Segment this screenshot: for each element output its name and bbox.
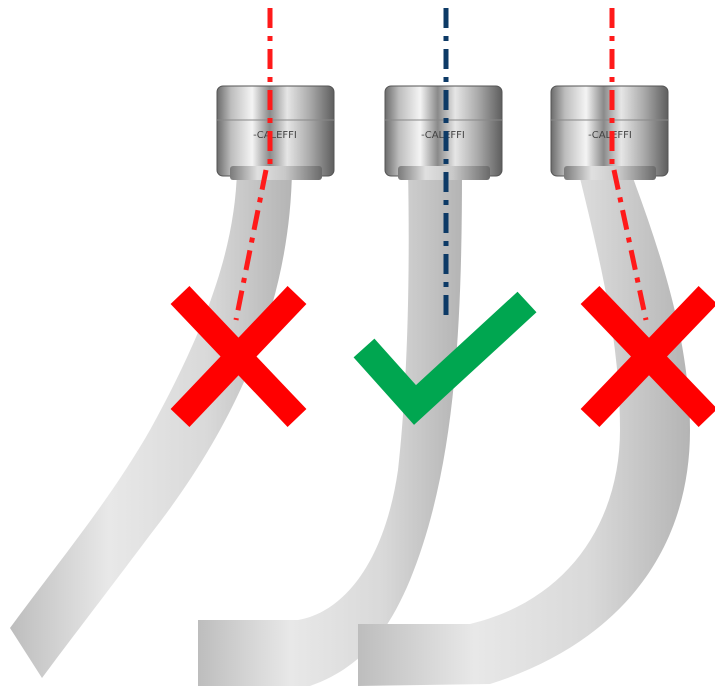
axis-right-deviation (611, 169, 649, 321)
cross-icon (170, 286, 307, 427)
fitting-left-engraving: -CALEFFI (253, 130, 297, 141)
hose-left-body (10, 170, 292, 678)
hose-left (10, 170, 292, 678)
cross-icon (580, 286, 715, 427)
check-icon (353, 291, 537, 425)
hose-middle (198, 170, 462, 686)
hose-right-body (358, 170, 690, 686)
axis-left (233, 8, 273, 321)
axis-left-deviation (233, 169, 269, 321)
fitting-left: -CALEFFI (216, 85, 335, 180)
fitting-left-collar (230, 166, 322, 180)
fitting-middle-engraving: -CALEFFI (421, 130, 465, 141)
fitting-right-collar (564, 166, 656, 180)
hose-middle-body (198, 170, 462, 686)
axis-right (609, 8, 649, 321)
hose-right (358, 170, 690, 686)
